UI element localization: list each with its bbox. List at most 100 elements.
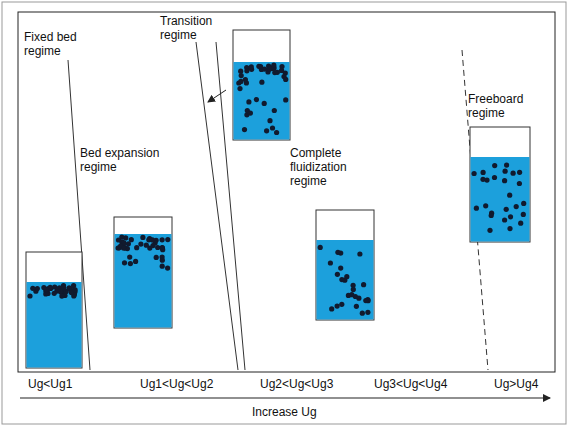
particle (283, 77, 288, 82)
particle (73, 287, 78, 292)
particle (344, 274, 349, 279)
liquid (234, 62, 290, 140)
particle (262, 67, 267, 72)
particle (489, 213, 494, 218)
particle (121, 245, 126, 250)
particle (165, 266, 170, 271)
axis-title: Increase Ug (252, 405, 342, 419)
beaker (26, 252, 82, 368)
particle (472, 171, 477, 176)
liquid (317, 240, 374, 320)
particle (518, 221, 523, 226)
beaker (316, 210, 374, 320)
regime-divider (196, 42, 238, 370)
particle (502, 217, 507, 222)
axis-arrow (20, 397, 550, 398)
particle (267, 66, 272, 71)
liquid (115, 234, 172, 328)
particle (254, 97, 259, 102)
beaker (233, 30, 290, 140)
particle (259, 80, 264, 85)
particle (507, 226, 512, 231)
particle (365, 310, 370, 315)
beaker (470, 127, 530, 242)
particle (270, 125, 275, 130)
particle (244, 68, 249, 73)
particle (140, 235, 145, 240)
particle (492, 175, 497, 180)
particle (351, 287, 356, 292)
particle (35, 286, 40, 291)
particle (43, 287, 48, 292)
particle (154, 255, 159, 260)
particle (339, 277, 344, 282)
particle (52, 291, 57, 296)
particle (249, 64, 254, 69)
regime-label: Freeboard regime (468, 92, 538, 120)
particle (133, 259, 138, 264)
particle (59, 294, 64, 299)
regime-label: Transition regime (160, 14, 228, 42)
particle (271, 63, 276, 68)
particle (27, 293, 32, 298)
pointer-arrow (208, 90, 226, 102)
regime-label: Bed expansion regime (80, 146, 170, 174)
particle (264, 128, 269, 133)
regime-label: Fixed bed regime (24, 30, 86, 58)
axis-tick-label: Ug<Ug1 (28, 377, 98, 391)
particle (272, 108, 277, 113)
axis-tick-label: Ug>Ug4 (494, 377, 560, 391)
particle (361, 282, 366, 287)
particle (338, 266, 343, 271)
particle (363, 298, 368, 303)
particle (339, 302, 344, 307)
particle (507, 193, 512, 198)
particle (30, 286, 35, 291)
particle (517, 181, 522, 186)
particle (508, 214, 513, 219)
particle (318, 245, 323, 250)
particle (61, 285, 66, 290)
particle (155, 245, 160, 250)
particle (246, 99, 251, 104)
particle (357, 251, 362, 256)
axis-tick-label: Ug3<Ug<Ug4 (374, 377, 464, 391)
particle (128, 261, 133, 266)
particle (492, 163, 497, 168)
axis-tick-label: Ug1<Ug<Ug2 (140, 377, 230, 391)
particle (160, 258, 165, 263)
particle (279, 68, 284, 73)
particle (144, 243, 149, 248)
particle (335, 304, 340, 309)
particle (360, 311, 365, 316)
particle (122, 260, 127, 265)
particle (521, 201, 526, 206)
particle (504, 207, 509, 212)
axis-tick-label: Ug2<Ug<Ug3 (260, 377, 350, 391)
particle (242, 127, 247, 132)
particle (502, 178, 507, 183)
particle (349, 292, 354, 297)
particle (283, 97, 288, 102)
particle (119, 234, 124, 239)
particle (248, 111, 253, 116)
beaker (114, 217, 172, 328)
particle (262, 101, 267, 106)
particle (328, 260, 333, 265)
liquid (27, 282, 82, 368)
particle (484, 178, 489, 183)
particle (56, 287, 61, 292)
particle (274, 130, 279, 135)
particle (521, 212, 526, 217)
particle (256, 64, 261, 69)
particle (239, 73, 244, 78)
plot-frame (18, 12, 555, 372)
particle (160, 264, 165, 269)
particle (127, 255, 132, 260)
particle (134, 245, 139, 250)
particle (329, 306, 334, 311)
particle (160, 247, 165, 252)
particle (267, 67, 272, 72)
particle (243, 77, 248, 82)
